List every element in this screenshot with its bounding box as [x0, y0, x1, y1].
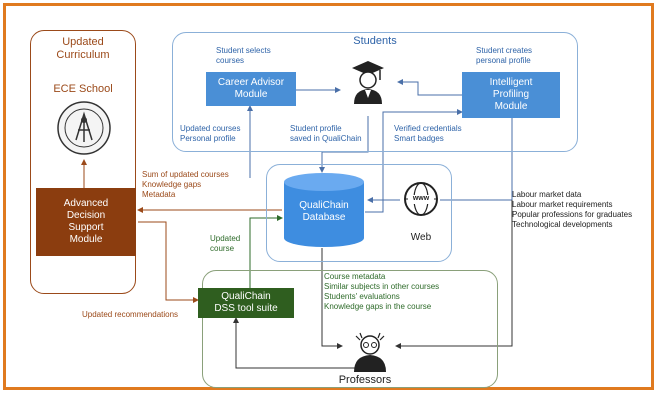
label-updated-courses: Updated courses Personal profile [180, 124, 241, 143]
intelligent-profiling-module[interactable]: Intelligent Profiling Module [462, 72, 560, 118]
label-updated-recommendations: Updated recommendations [82, 310, 179, 319]
arrow-dss-to-db [249, 215, 283, 290]
label-updated-course: Updated course [210, 234, 241, 253]
database-icon [284, 173, 364, 247]
professor-icon [354, 332, 386, 372]
arrow-db-to-profiling [365, 109, 463, 213]
label-labour-market: Labour market data Labour market require… [512, 190, 633, 229]
label-student-selects: Student selects courses [216, 46, 271, 65]
ece-school-label: ECE School [53, 83, 113, 95]
arrow-labour-to-professor [395, 200, 513, 349]
updated-curriculum-title: Updated Curriculum [56, 36, 110, 61]
arrow-professor-to-dss [233, 317, 358, 369]
graduate-icon [352, 61, 384, 104]
students-group [172, 32, 578, 152]
career-advisor-module[interactable]: Career Advisor Module [206, 72, 296, 106]
arrow-db-to-professor [321, 248, 343, 349]
web-label: Web [410, 232, 432, 243]
label-verified-credentials: Verified credentials Smart badges [394, 124, 462, 143]
label-course-metadata: Course metadata Similar subjects in othe… [324, 272, 440, 311]
ece-school-group [30, 30, 136, 294]
globe-icon [404, 182, 438, 216]
students-title: Students [353, 35, 397, 47]
database-group [266, 164, 452, 262]
arrow-student-to-db [319, 116, 369, 173]
arrow-decision-to-dss [138, 221, 199, 303]
label-student-creates: Student creates personal profile [476, 46, 533, 65]
university-seal-icon [57, 101, 111, 155]
label-sum-updated-courses: Sum of updated courses Knowledge gaps Me… [142, 170, 229, 199]
professors-group [202, 270, 498, 388]
advanced-decision-support-module[interactable]: Advanced Decision Support Module [36, 188, 136, 256]
qualichain-dss-tool-suite[interactable]: QualiChain DSS tool suite [198, 288, 294, 318]
label-student-profile-saved: Student profile saved in QualiChain [290, 124, 362, 143]
arrow-profiling-to-student [397, 79, 462, 96]
professors-title: Professors [338, 374, 392, 386]
qualichain-database[interactable]: QualiChain Database [299, 200, 349, 223]
www-label: www [412, 195, 430, 202]
